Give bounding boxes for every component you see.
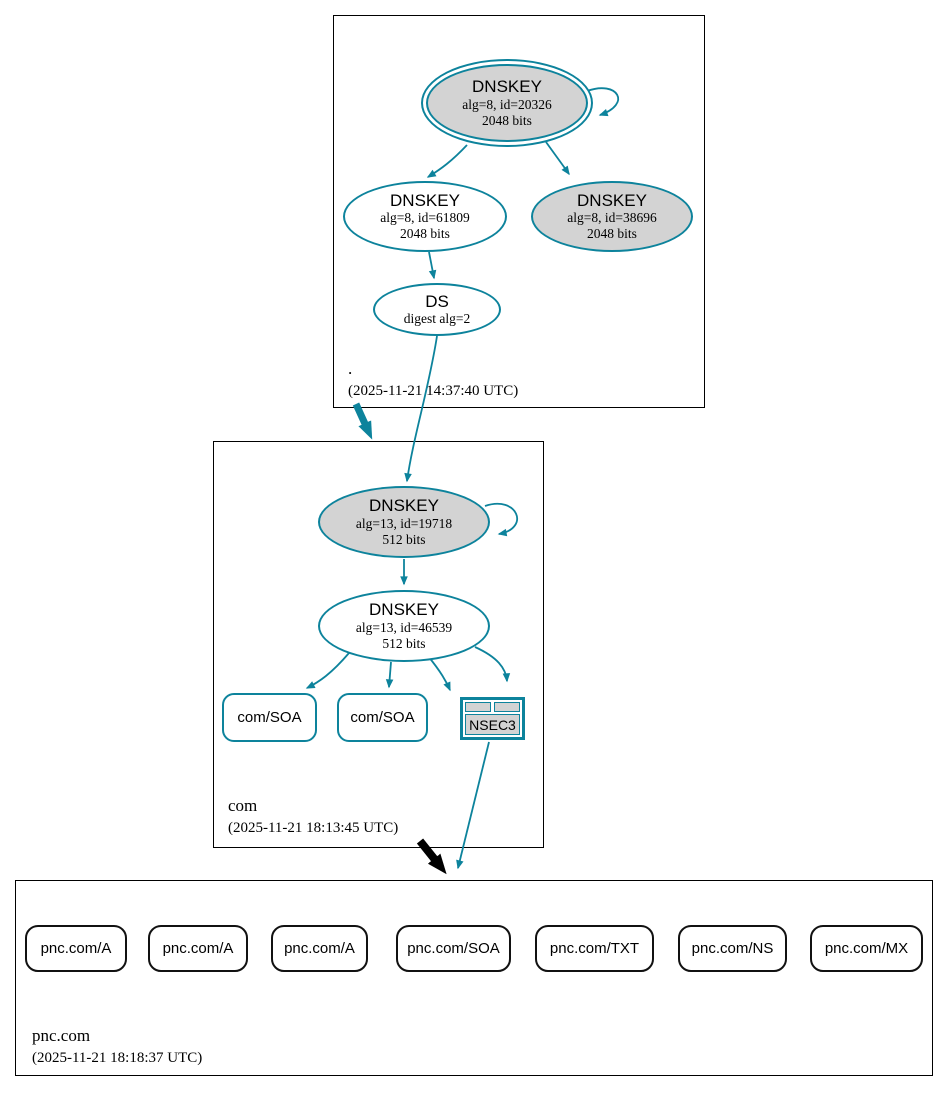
pnc-zone-box <box>15 880 933 1076</box>
node-title: DNSKEY <box>577 190 647 210</box>
node-detail: alg=8, id=61809 <box>380 210 470 226</box>
node-detail: alg=8, id=38696 <box>567 210 657 226</box>
pnc-zone-timestamp: (2025-11-21 18:18:37 UTC) <box>32 1050 203 1066</box>
pnc-zone-label: pnc.com <box>32 1026 91 1045</box>
node-title: DS <box>425 291 449 311</box>
node-detail: alg=13, id=46539 <box>355 619 453 635</box>
dnskey-node-19718[interactable]: DNSKEY alg=13, id=19718 512 bits <box>318 486 490 558</box>
node-detail: 2048 bits <box>400 226 450 242</box>
node-detail: 512 bits <box>382 531 426 547</box>
nsec3-node[interactable]: NSEC3 <box>460 697 525 740</box>
root-zone-timestamp: (2025-11-21 14:37:40 UTC) <box>348 383 519 399</box>
node-detail: alg=8, id=20326 <box>462 96 552 112</box>
root-zone-label: . <box>348 359 353 378</box>
com-zone-label: com <box>228 796 258 815</box>
ds-node[interactable]: DS digest alg=2 <box>373 283 501 336</box>
pnc-rrset-a-1[interactable]: pnc.com/A <box>25 925 127 972</box>
com-zone-timestamp: (2025-11-21 18:13:45 UTC) <box>228 820 399 836</box>
nsec3-label: NSEC3 <box>465 714 520 735</box>
dnskey-node-20326-inner: DNSKEY alg=8, id=20326 2048 bits <box>426 64 588 142</box>
node-title: DNSKEY <box>390 190 460 210</box>
dnskey-node-38696[interactable]: DNSKEY alg=8, id=38696 2048 bits <box>531 181 693 252</box>
node-detail: 2048 bits <box>482 112 532 128</box>
nsec3-record-cells <box>465 702 520 712</box>
node-title: DNSKEY <box>369 600 439 620</box>
nsec3-cell <box>465 702 491 712</box>
node-title: DNSKEY <box>472 77 542 97</box>
node-detail: alg=13, id=19718 <box>355 515 453 531</box>
com-soa-node-2[interactable]: com/SOA <box>337 693 428 742</box>
com-soa-node-1[interactable]: com/SOA <box>222 693 317 742</box>
pnc-rrset-ns[interactable]: pnc.com/NS <box>678 925 787 972</box>
dnskey-node-46539[interactable]: DNSKEY alg=13, id=46539 512 bits <box>318 590 490 662</box>
pnc-rrset-a-3[interactable]: pnc.com/A <box>271 925 368 972</box>
node-detail: 512 bits <box>382 635 426 651</box>
node-title: DNSKEY <box>369 496 439 516</box>
dnskey-node-61809[interactable]: DNSKEY alg=8, id=61809 2048 bits <box>343 181 507 252</box>
pnc-rrset-soa[interactable]: pnc.com/SOA <box>396 925 511 972</box>
pnc-rrset-txt[interactable]: pnc.com/TXT <box>535 925 654 972</box>
pnc-rrset-mx[interactable]: pnc.com/MX <box>810 925 923 972</box>
nsec3-cell <box>494 702 520 712</box>
dnskey-node-20326[interactable]: DNSKEY alg=8, id=20326 2048 bits <box>421 59 593 147</box>
node-detail: 2048 bits <box>587 226 637 242</box>
pnc-rrset-a-2[interactable]: pnc.com/A <box>148 925 248 972</box>
node-detail: digest alg=2 <box>403 311 471 327</box>
